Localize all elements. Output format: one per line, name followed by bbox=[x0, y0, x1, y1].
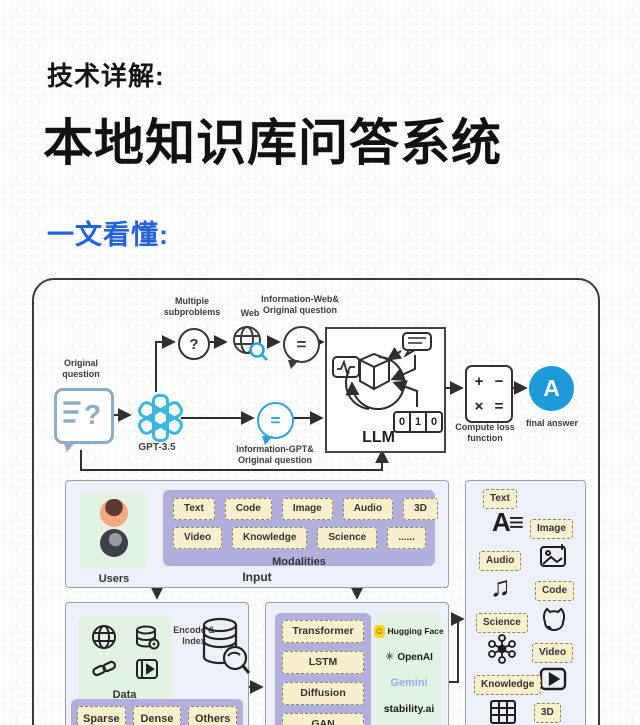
output-chip: Knowledge bbox=[474, 675, 542, 695]
retriever-chip: Sparse bbox=[77, 706, 126, 725]
science-molecule-icon bbox=[488, 634, 516, 664]
encode-index-label: Encode & Index bbox=[173, 625, 215, 646]
video-file-icon bbox=[135, 659, 158, 679]
provider-row: ☺ Hugging Face bbox=[374, 624, 444, 638]
web-label: Web bbox=[240, 308, 260, 318]
page-title: 本地知识库问答系统 bbox=[43, 115, 502, 171]
modality-chip: Audio bbox=[342, 498, 394, 520]
users-box: Users bbox=[80, 493, 148, 585]
llm-internals-icon bbox=[332, 332, 432, 410]
provider-row: stability.ai bbox=[379, 696, 439, 722]
stability-logo: stability.ai bbox=[383, 703, 435, 715]
models-section: Transformer LSTM Diffusion GAN ☺ Hugging… bbox=[265, 602, 449, 725]
svg-text:?: ? bbox=[84, 399, 101, 430]
web-globe-search-icon bbox=[230, 324, 270, 369]
final-answer-label: final answer bbox=[525, 418, 579, 428]
output-chip: Image bbox=[530, 519, 573, 539]
subtitle-text: 一文看懂: bbox=[47, 220, 169, 250]
globe-icon bbox=[91, 625, 116, 649]
code-octocat-icon bbox=[542, 607, 566, 632]
vector-db-search-icon bbox=[194, 611, 251, 688]
question-mark-icon: ? bbox=[178, 328, 210, 360]
user-avatar-male bbox=[100, 529, 128, 557]
compute-loss-label: Compute loss function bbox=[455, 422, 515, 443]
retriever-chip: Dense bbox=[132, 706, 182, 725]
compute-loss-icon: +− ×= bbox=[465, 365, 513, 423]
input-label: Input bbox=[242, 570, 272, 584]
users-label: Users bbox=[98, 573, 130, 585]
openai-gpt-logo-icon bbox=[134, 392, 186, 442]
data-box: Data bbox=[78, 615, 171, 705]
modality-chip: Video bbox=[173, 527, 223, 549]
gemini-logo: Gemini bbox=[390, 677, 428, 689]
original-question-label: Original question bbox=[62, 358, 100, 379]
info-gpt-label: Information-GPT& Original question bbox=[236, 444, 314, 465]
original-question-icon: ? bbox=[54, 388, 114, 452]
user-avatar-female bbox=[100, 499, 128, 527]
connector-lines bbox=[80, 335, 529, 725]
data-label: Data bbox=[112, 689, 137, 701]
link-icon bbox=[91, 660, 116, 677]
gpt-label: GPT-3.5 bbox=[138, 442, 176, 453]
modality-chip: Knowledge bbox=[232, 527, 308, 549]
text-icon: A≡ bbox=[492, 507, 524, 537]
modalities-box: Text Code Image Audio 3D Video Knowledge… bbox=[163, 490, 438, 568]
knowledge-table-icon bbox=[490, 700, 516, 724]
info-web-bubble-icon: = bbox=[283, 326, 320, 369]
architecture-chip: Transformer bbox=[282, 620, 364, 643]
output-chip: Code bbox=[535, 581, 574, 601]
output-chip: Video bbox=[532, 643, 574, 663]
provider-row: Gemini bbox=[379, 670, 439, 696]
modality-chip: ...... bbox=[387, 527, 426, 549]
output-chip: 3D bbox=[534, 703, 561, 723]
info-gpt-bubble-icon: = bbox=[257, 402, 294, 445]
input-section: Users Text Code Image Audio 3D Video Kno… bbox=[65, 480, 449, 588]
kicker-text: 技术详解: bbox=[47, 61, 165, 91]
modality-chip: Image bbox=[281, 498, 333, 520]
image-icon bbox=[540, 544, 566, 567]
question-doc-icon: ? bbox=[63, 399, 101, 430]
retriever-chip: Others bbox=[188, 706, 238, 725]
architecture-diagram: Original question ? GPT-3.5 Multiple sub… bbox=[32, 278, 600, 725]
providers-box: ☺ Hugging Face ✳ OpenAI Gemini stability… bbox=[374, 613, 444, 725]
huggingface-icon: ☺ bbox=[374, 624, 385, 638]
modality-chip: Code bbox=[224, 498, 272, 520]
binary-icon: 0 1 0 bbox=[393, 411, 443, 433]
audio-icon: ♫ bbox=[490, 571, 511, 602]
output-chip: Science bbox=[476, 613, 528, 633]
llm-box: 0 1 0 LLM bbox=[325, 327, 446, 453]
modality-chip: 3D bbox=[403, 498, 438, 520]
openai-icon: ✳ bbox=[385, 650, 395, 663]
modalities-label: Modalities bbox=[272, 556, 326, 568]
multiple-subproblems-label: Multiple subproblems bbox=[163, 296, 221, 317]
retriever-strip: Sparse Dense Others bbox=[71, 699, 243, 725]
llm-label: LLM bbox=[362, 429, 395, 446]
output-chip: Text bbox=[483, 489, 517, 509]
architecture-chip: Diffusion bbox=[282, 682, 364, 705]
final-answer-icon: A bbox=[529, 366, 574, 411]
modality-chip: Science bbox=[317, 527, 378, 549]
architecture-chip: GAN bbox=[282, 713, 364, 725]
modality-chip: Text bbox=[173, 498, 215, 520]
architectures-box: Transformer LSTM Diffusion GAN bbox=[275, 613, 371, 725]
output-section: Text A≡ Image Audio ♫ Code Sci bbox=[465, 480, 586, 725]
video-play-icon bbox=[539, 667, 567, 691]
architecture-chip: LSTM bbox=[282, 651, 364, 674]
provider-row: ✳ OpenAI bbox=[385, 650, 433, 663]
output-chip: Audio bbox=[479, 551, 522, 571]
data-section: Data Encode & Index Sparse bbox=[65, 602, 251, 725]
database-icon bbox=[135, 625, 159, 650]
info-web-label: Information-Web& Original question bbox=[261, 294, 339, 315]
